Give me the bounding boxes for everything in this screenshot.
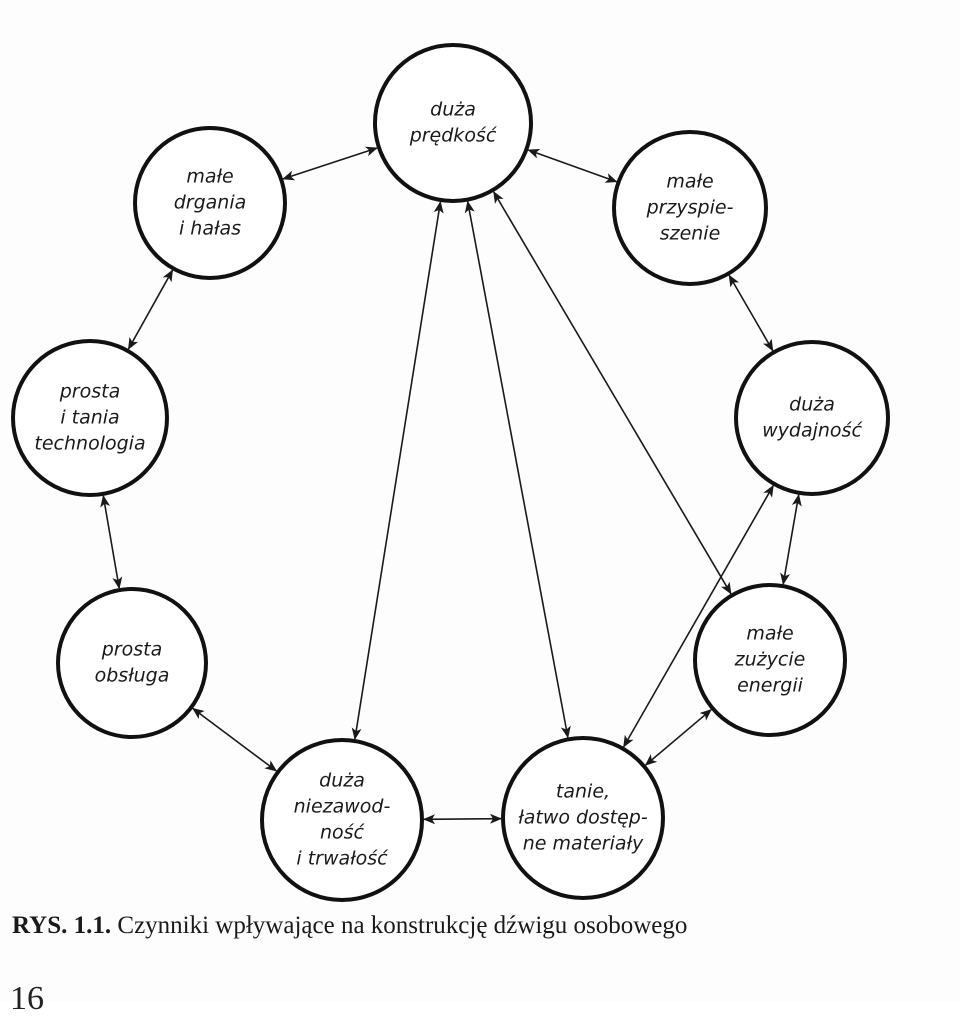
connection-prosta-obsluga-to-prosta-technologia: [100, 494, 123, 590]
node-label-line: duża: [319, 770, 365, 792]
page-number: 16: [10, 980, 44, 1017]
node-circle: [612, 130, 768, 286]
node-circle: [260, 738, 424, 902]
node-prosta-obsluga: prosta obsługa: [56, 587, 208, 739]
node-label-line: ne materiały: [523, 833, 644, 855]
figure-caption: RYS. 1.1. Czynniki wpływające na konstru…: [12, 912, 687, 940]
node-circle: [501, 736, 665, 900]
node-label-line: technologia: [34, 433, 145, 455]
connection-duza-predkosc-to-male-przyspieszenie: [527, 149, 618, 183]
node-label-line: duża: [430, 99, 476, 121]
node-circle: [734, 340, 890, 496]
node-label-line: łatwo dostęp-: [518, 807, 648, 829]
node-label-line: i tania: [60, 407, 119, 429]
node-label-line: małe: [746, 623, 793, 645]
connection-prosta-technologia-to-male-drgania: [127, 269, 174, 350]
node-tanie-materialy: tanie, łatwo dostęp-ne materiały: [501, 736, 665, 900]
node-label-line: drgania: [174, 192, 247, 214]
connection-duza-niezawodnosc-to-prosta-obsluga: [192, 707, 278, 772]
node-male-przyspieszenie: małe przyspie-szenie: [612, 130, 768, 286]
connection-duza-predkosc-to-duza-niezawodnosc: [351, 201, 444, 740]
connection-duza-predkosc-to-male-drgania: [282, 146, 378, 181]
node-circle: [56, 587, 208, 739]
node-circle: [373, 43, 533, 203]
node-duza-wydajnosc: duża wydajność: [734, 340, 890, 496]
connection-male-przyspieszenie-to-duza-wydajnosc: [728, 274, 774, 352]
node-label-line: wydajność: [762, 420, 863, 442]
node-duza-niezawodnosc: duża niezawod-ność i trwałość: [260, 738, 424, 902]
connection-duza-predkosc-to-tanie-materialy: [464, 200, 571, 739]
caption-label: RYS. 1.1.: [12, 912, 112, 939]
node-label-line: prędkość: [409, 125, 498, 147]
node-label-line: tanie,: [556, 781, 610, 803]
diagram: duża prędkość małe przyspie-szenie duża wydaj…: [11, 43, 890, 902]
caption-text: Czynniki wpływające na konstrukcję dźwig…: [111, 912, 688, 939]
node-male-zuzycie-energii: małe zużycie energii: [693, 583, 847, 737]
node-label-line: ność: [320, 822, 366, 844]
node-label-line: małe: [666, 171, 713, 193]
node-circle: [133, 126, 287, 280]
node-label-line: i trwałość: [296, 848, 389, 870]
node-duza-predkosc: duża prędkość: [373, 43, 533, 203]
node-circle: [693, 583, 847, 737]
node-label-line: małe: [186, 166, 233, 188]
connection-male-zuzycie-energii-to-tanie-materialy: [644, 709, 712, 766]
node-label-line: duża: [789, 394, 835, 416]
connection-tanie-materialy-to-duza-niezawodnosc: [423, 813, 502, 825]
node-label-line: prosta: [59, 381, 121, 403]
node-label-line: przyspie-: [646, 197, 734, 219]
connection-duza-wydajnosc-to-male-zuzycie-energii: [780, 493, 802, 586]
node-prosta-technologia: prosta i tania technologia: [11, 339, 169, 497]
node-label-line: niezawod-: [294, 796, 391, 818]
connection-duza-wydajnosc-to-tanie-materialy: [623, 484, 774, 748]
node-circle: [11, 339, 169, 497]
node-label-line: energii: [737, 675, 804, 697]
node-label-line: i hałas: [179, 218, 241, 240]
node-label-line: szenie: [660, 223, 721, 245]
node-label-line: obsługa: [95, 665, 170, 687]
node-male-drgania: małe drgania i hałas: [133, 126, 287, 280]
node-label-line: zużycie: [734, 649, 806, 671]
node-label-line: prosta: [101, 639, 163, 661]
